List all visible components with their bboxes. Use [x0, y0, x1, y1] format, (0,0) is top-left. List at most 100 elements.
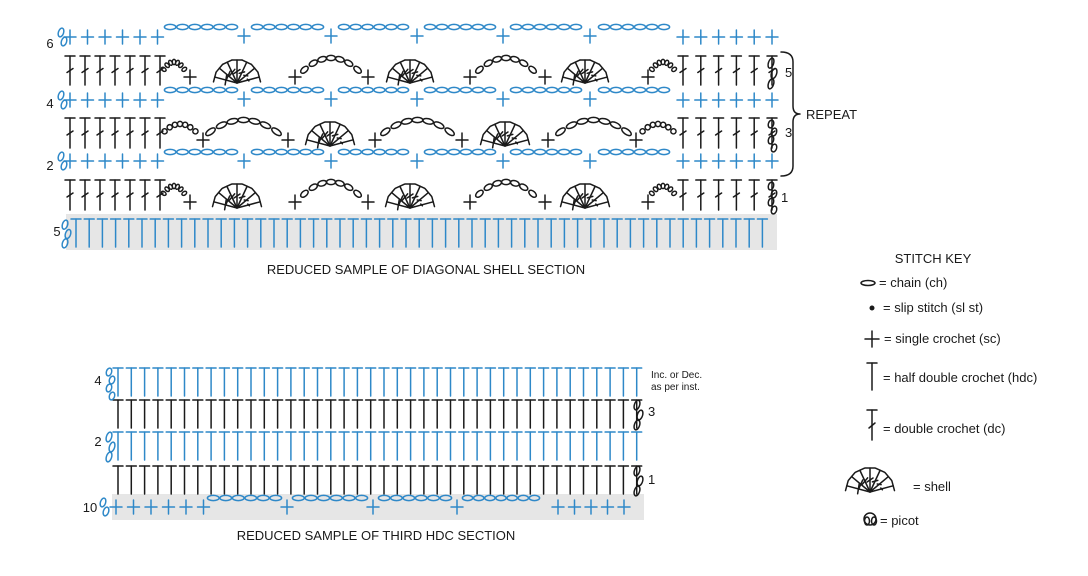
chain-stitch	[311, 23, 325, 31]
hdc-stitch	[165, 465, 177, 495]
chain-stitch	[262, 23, 276, 31]
sc-stitch	[463, 69, 477, 85]
hdc-stitch	[391, 431, 404, 461]
hdc-stitch	[83, 218, 95, 248]
hdc-stitch	[138, 399, 151, 429]
hdc-stitch	[471, 431, 483, 461]
chain-stitch	[557, 23, 571, 31]
sc-stitch	[711, 153, 726, 169]
hdc-stitch	[564, 465, 576, 495]
sc-stitch	[450, 499, 464, 515]
sc-stitch	[496, 153, 510, 169]
chain-run	[291, 494, 369, 502]
row-label-3-right: 3	[785, 125, 792, 140]
foundation-band	[66, 214, 777, 250]
hdc-stitch	[426, 218, 439, 248]
chain-stitch	[337, 86, 351, 94]
chain-stitch	[231, 494, 245, 502]
chain-stitch	[609, 148, 623, 156]
chain-stitch	[361, 86, 374, 94]
hdc-stitch	[617, 367, 630, 397]
sc-stitch	[281, 132, 295, 148]
chain-stitch	[621, 86, 635, 94]
chain-stitch	[483, 494, 496, 502]
chain-stitch	[483, 148, 497, 156]
sc-stitch	[115, 92, 130, 108]
sc-stitch	[98, 29, 112, 45]
foundation-hdc-row	[70, 218, 769, 248]
sc-stitch	[109, 499, 123, 515]
chain-stitch	[423, 148, 437, 156]
hdc-stitch	[511, 399, 523, 429]
chain-stitch	[447, 86, 461, 94]
hdc-stitch	[524, 465, 537, 495]
hdc-stitch	[444, 367, 457, 397]
chain-stitch	[349, 148, 363, 156]
hdc-stitch	[311, 465, 324, 495]
chain-stitch	[200, 148, 214, 156]
hdc-stitch	[591, 431, 603, 461]
chain-stitch	[373, 148, 386, 156]
hdc-stitch	[391, 465, 404, 495]
hdc-stitch	[338, 399, 350, 429]
hdc-stitch	[125, 431, 138, 461]
row-label-2: 2	[94, 434, 101, 449]
hdc-stitch	[497, 367, 510, 397]
chain-stitch	[545, 23, 559, 31]
sc-stitch	[676, 29, 690, 45]
chain-run	[163, 23, 239, 31]
chain-stitch	[414, 494, 428, 502]
row-label-6: 6	[46, 36, 53, 51]
chain-stitch	[212, 23, 227, 31]
sc-stitch	[747, 153, 761, 169]
hdc-stitch	[311, 399, 324, 429]
hdc-stitch	[604, 367, 616, 397]
chain-arch	[380, 116, 455, 137]
chain-stitch	[471, 23, 485, 31]
hdc-stitch	[123, 218, 135, 248]
hdc-stitch	[258, 367, 271, 397]
dc-stitch	[712, 55, 725, 86]
hdc-stitch	[321, 218, 333, 248]
hdc-stitch	[717, 218, 729, 248]
chain-stitch	[402, 494, 416, 502]
hdc-stitch	[598, 218, 610, 248]
chain-arch	[648, 58, 678, 73]
chain-stitch	[163, 148, 177, 156]
hdc-stitch	[624, 218, 637, 248]
chain-run	[509, 23, 583, 31]
sc-stitch	[629, 132, 643, 148]
diagonal-shell-chart	[57, 23, 779, 250]
hdc-stitch	[577, 431, 590, 461]
hdc-stitch	[245, 367, 257, 397]
hdc-stitch	[551, 465, 563, 495]
chain-stitch	[349, 23, 363, 31]
chain-stitch	[250, 86, 264, 94]
hdc-stitch	[112, 367, 124, 397]
chain-stitch	[459, 23, 473, 31]
chain-run	[509, 148, 583, 156]
hdc-stitch	[241, 218, 254, 248]
hdc-stitch	[497, 431, 510, 461]
hdc-stitch	[591, 367, 603, 397]
chain-stitch	[609, 86, 623, 94]
sc-row	[63, 86, 779, 108]
hdc-stitch	[138, 431, 151, 461]
chain-stitch	[569, 86, 583, 94]
chain-stitch	[373, 86, 386, 94]
dc-stitch	[109, 179, 121, 211]
turning-chain	[57, 27, 68, 47]
chain-stitch	[299, 86, 313, 94]
hdc-stitch	[351, 399, 364, 429]
dc-stitch	[64, 117, 76, 149]
hdc-stitch	[458, 399, 470, 429]
chain-stitch	[329, 494, 344, 502]
hdc-stitch	[471, 367, 483, 397]
sc-stitch	[324, 153, 338, 169]
dc-stitch	[79, 117, 91, 149]
key-label-double-crochet: = double crochet (dc)	[883, 421, 1005, 436]
turning-chain	[767, 181, 778, 215]
sc-stitch	[583, 28, 597, 44]
chain-run	[377, 494, 453, 502]
chain-stitch	[633, 86, 647, 94]
